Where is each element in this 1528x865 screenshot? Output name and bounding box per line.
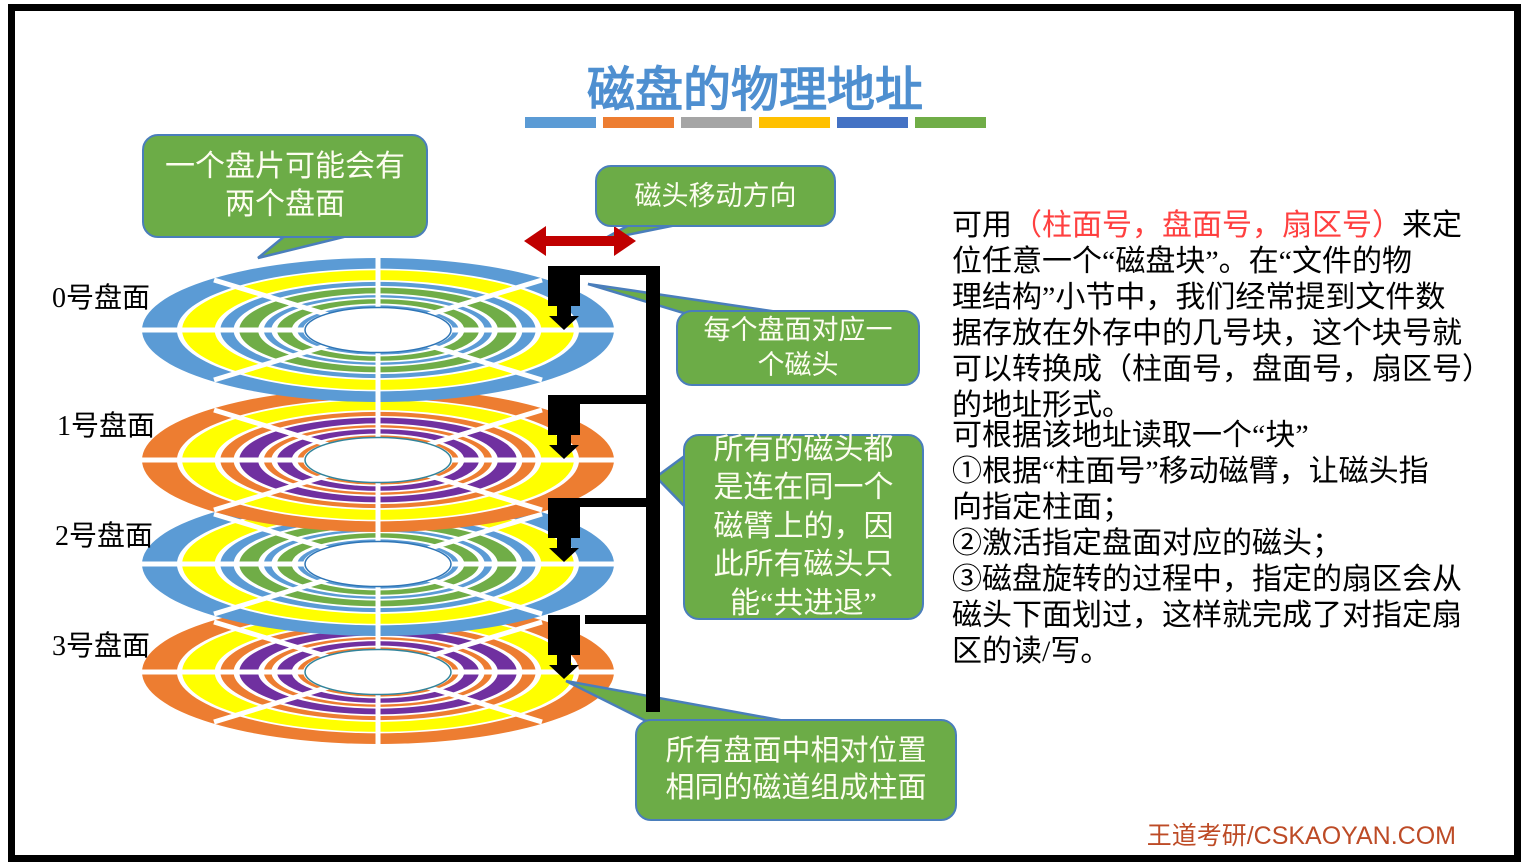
slide-border-frame — [8, 4, 1521, 862]
disk-platter-surface-3 — [142, 600, 614, 744]
paragraph1-highlight: （柱面号，盘面号，扇区号） — [1012, 209, 1402, 242]
paragraph1-prefix: 可用 — [952, 209, 1012, 242]
accent-bar — [759, 117, 830, 128]
disk-label-1: 1号盘面 — [57, 411, 156, 442]
disk-label-2: 2号盘面 — [55, 521, 154, 552]
accent-bar — [681, 117, 752, 128]
accent-bar — [603, 117, 674, 128]
footer-watermark: 王道考研/CSKAOYAN.COM — [1146, 822, 1456, 850]
disk-platter-surface-0 — [142, 258, 614, 402]
paragraph1-rest: 来定 位任意一个“磁盘块”。在“文件的物 理结构”小节中，我们经常提到文件数 据… — [952, 209, 1492, 422]
callout-one-head-per-surface: 每个盘面对应一 个磁头 — [676, 310, 920, 386]
callout-two-surfaces: 一个盘片可能会有 两个盘面 — [142, 134, 428, 238]
paragraph-read-block-steps: 可根据该地址读取一个“块” ①根据“柱面号”移动磁臂，让磁头指 向指定柱面； ②… — [952, 419, 1462, 668]
disk-label-3: 3号盘面 — [52, 631, 151, 662]
callout-same-arm: 所有的磁头都 是连在同一个 磁臂上的，因 此所有磁头只 能“共进退” — [683, 433, 924, 620]
disk-label-0: 0号盘面 — [52, 283, 151, 314]
accent-bar — [837, 117, 908, 128]
paragraph-physical-address: 可用（柱面号，盘面号，扇区号）来定 位任意一个“磁盘块”。在“文件的物 理结构”… — [952, 172, 1528, 424]
accent-bar — [525, 117, 596, 128]
callout-head-direction: 磁头移动方向 — [595, 165, 836, 227]
disk-platter-surface-1 — [142, 388, 614, 532]
accent-bars — [525, 117, 986, 128]
disk-platter-surface-2 — [142, 492, 614, 636]
callout-cylinder: 所有盘面中相对位置 相同的磁道组成柱面 — [635, 719, 957, 821]
page-title: 磁盘的物理地址 — [586, 64, 923, 117]
accent-bar — [915, 117, 986, 128]
